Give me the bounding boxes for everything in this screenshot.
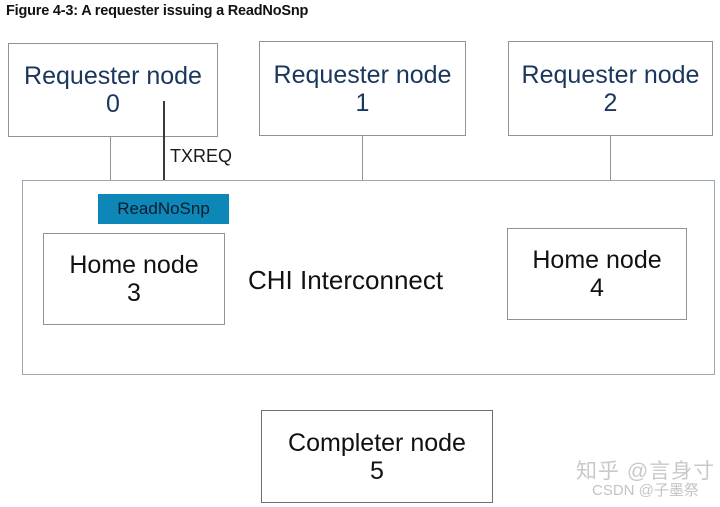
txreq-label: TXREQ (170, 146, 233, 166)
requester-node-2-label: Requester node 2 (521, 60, 700, 117)
watermark-zhihu: 知乎 @言身寸 (576, 460, 716, 483)
home-node-4: Home node 4 (507, 228, 687, 320)
chi-interconnect-label: CHI Interconnect (248, 265, 444, 295)
figure-title: Figure 4-3: A requester issuing a ReadNo… (6, 3, 309, 19)
watermark-csdn: CSDN @子墨祭 (592, 482, 699, 499)
requester-node-1-label: Requester node 1 (273, 60, 452, 117)
connector-line-requester-0 (110, 137, 112, 181)
completer-node-5-label: Completer node 5 (288, 428, 466, 485)
home-node-3-label: Home node 3 (69, 251, 199, 307)
requester-node-0-label: Requester node 0 (24, 62, 202, 118)
connector-line-requester-1 (362, 136, 364, 181)
readnosnp-chip-label: ReadNoSnp (117, 199, 210, 218)
home-node-4-label: Home node 4 (532, 246, 662, 302)
connector-line-requester-2 (610, 136, 612, 181)
txreq-arrow-line (163, 101, 165, 193)
requester-node-1: Requester node 1 (259, 41, 466, 136)
completer-node-5: Completer node 5 (261, 410, 493, 503)
requester-node-2: Requester node 2 (508, 41, 713, 136)
requester-node-0: Requester node 0 (8, 43, 218, 137)
readnosnp-chip: ReadNoSnp (98, 194, 229, 224)
home-node-3: Home node 3 (43, 233, 225, 325)
